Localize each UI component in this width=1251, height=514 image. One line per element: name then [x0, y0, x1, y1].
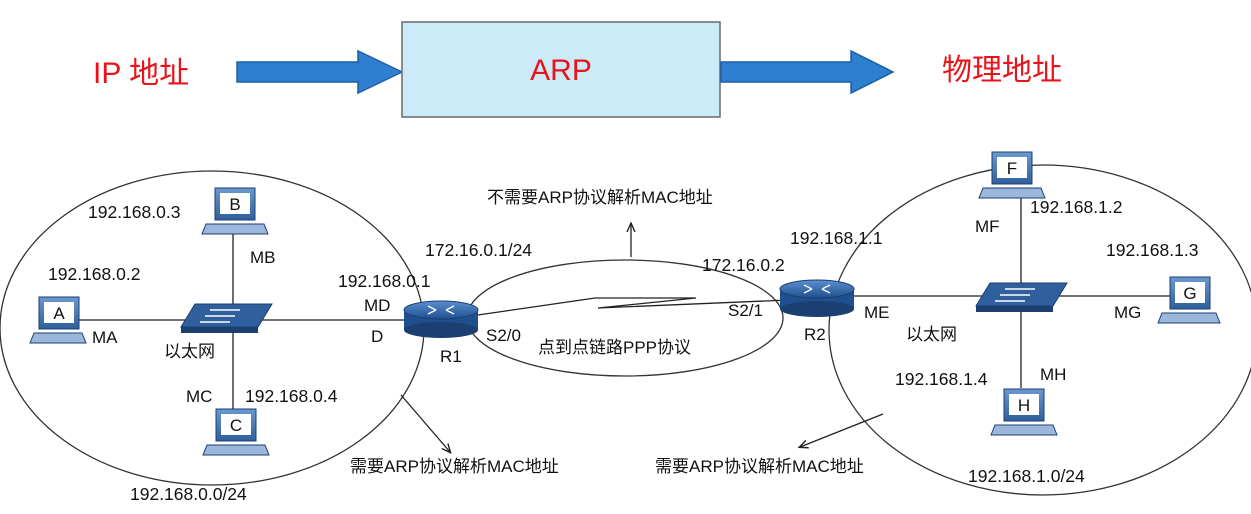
arp-label: ARP — [530, 54, 592, 87]
arp-box — [401, 21, 721, 118]
host-f-mac: MF — [975, 217, 1000, 236]
host-h-mac: MH — [1040, 365, 1066, 384]
host-c-ip: 192.168.0.4 — [245, 386, 338, 406]
host-a-mac: MA — [92, 328, 118, 347]
right-lan-subnet: 192.168.1.0/24 — [968, 466, 1085, 486]
right-note-arrow — [800, 413, 884, 447]
host-a-name: A — [53, 304, 65, 323]
wan-note: 不需要ARP协议解析MAC地址 — [487, 188, 713, 207]
host-h-name: H — [1018, 396, 1030, 415]
host-c-name: C — [230, 416, 242, 435]
left-lan-subnet: 192.168.0.0/24 — [130, 484, 247, 504]
network-diagram: A B C F G H — [0, 151, 1251, 504]
r2-lan-ip: 192.168.1.1 — [790, 228, 882, 248]
r2-wan-port: S2/1 — [728, 301, 763, 320]
r2-lan-mac: ME — [864, 303, 890, 322]
right-switch-label: 以太网 — [906, 325, 957, 344]
left-note-arrow — [400, 394, 450, 452]
host-g-mac: MG — [1114, 303, 1141, 322]
physical-address-label: 物理地址 — [942, 54, 1062, 87]
r1-lan-ip: 192.168.0.1 — [338, 271, 430, 291]
pc-icon: B — [201, 187, 269, 235]
host-f-ip: 192.168.1.2 — [1030, 197, 1122, 217]
ip-address-label: IP 地址 — [93, 57, 189, 90]
right-lan-note: 需要ARP协议解析MAC地址 — [655, 457, 864, 476]
host-b-mac: MB — [250, 248, 276, 267]
r1-wan-ip: 172.16.0.1/24 — [425, 240, 532, 260]
right-lan-boundary — [828, 164, 1251, 496]
r1-lan-mac: MD — [364, 296, 390, 315]
router-r2-icon — [779, 279, 855, 317]
host-b-name: B — [229, 195, 240, 214]
host-f-name: F — [1007, 159, 1017, 178]
router-r1-label: R1 — [440, 347, 462, 366]
left-switch-label: 以太网 — [164, 342, 215, 361]
pc-icon: H — [990, 388, 1058, 436]
router-r1-icon — [403, 300, 479, 338]
host-g-ip: 192.168.1.3 — [1106, 240, 1198, 260]
arp-flow: IP 地址 ARP 物理地址 — [93, 21, 1062, 118]
arrow-icon — [720, 49, 895, 95]
left-switch-icon — [180, 303, 273, 333]
r1-lan-port: D — [371, 327, 383, 346]
right-switch-icon — [975, 282, 1068, 312]
host-h-ip: 192.168.1.4 — [895, 369, 988, 389]
arrow-icon — [236, 49, 404, 95]
host-b-ip: 192.168.0.3 — [88, 202, 180, 222]
pc-icon: G — [1157, 276, 1221, 324]
r2-wan-ip: 172.16.0.2 — [702, 255, 785, 275]
left-lan-note: 需要ARP协议解析MAC地址 — [350, 457, 559, 476]
pc-icon: A — [29, 296, 87, 344]
router-r2-label: R2 — [804, 325, 826, 344]
r1-wan-port: S2/0 — [486, 326, 521, 345]
pc-icon: F — [978, 151, 1046, 199]
host-c-mac: MC — [186, 387, 212, 406]
ppp-link-label: 点到点链路PPP协议 — [538, 338, 691, 357]
host-g-name: G — [1183, 284, 1196, 303]
host-a-ip: 192.168.0.2 — [48, 264, 140, 284]
serial-link — [477, 297, 789, 316]
pc-icon: C — [202, 408, 270, 456]
